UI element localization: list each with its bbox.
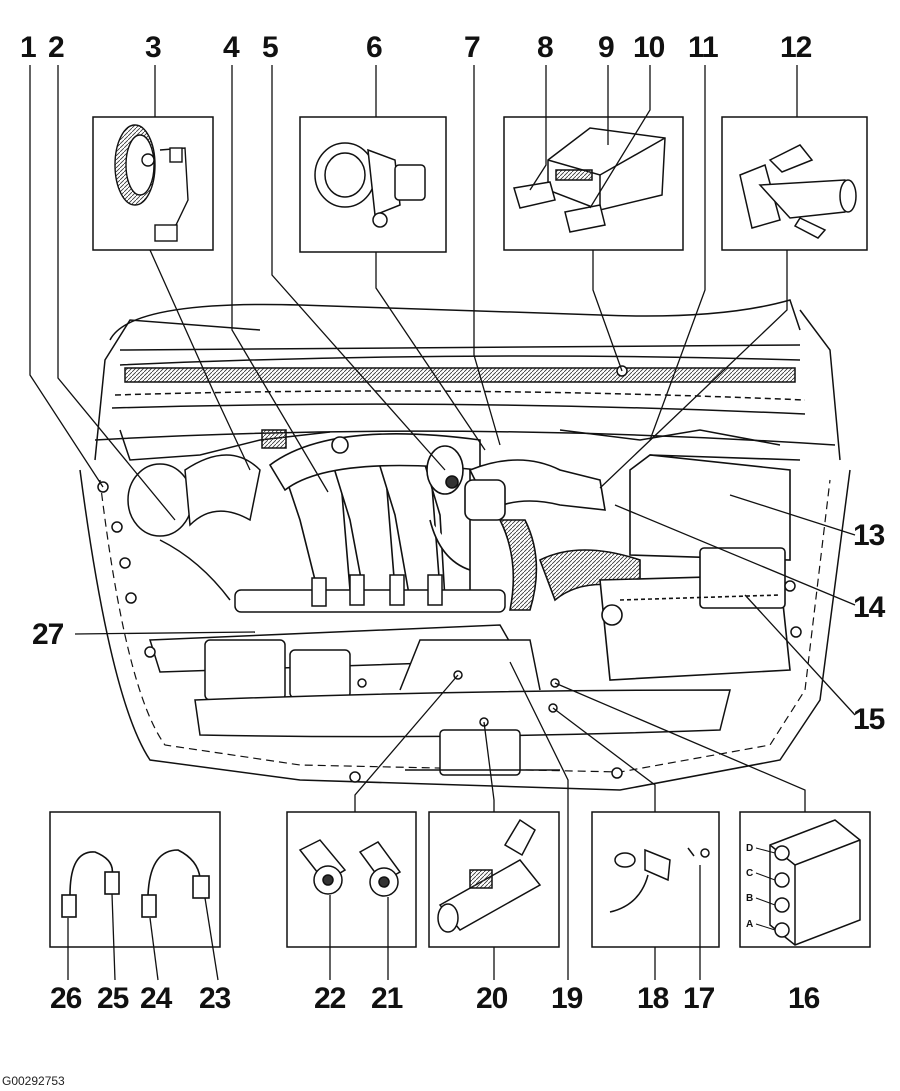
callout-15: 15 bbox=[853, 703, 885, 736]
callout-12: 12 bbox=[780, 31, 812, 64]
coolant-pipe-drawing bbox=[437, 818, 542, 933]
leader-23 bbox=[204, 897, 219, 981]
callout-6: 6 bbox=[366, 31, 383, 64]
leader-17 bbox=[552, 707, 656, 812]
callout-22: 22 bbox=[314, 982, 346, 1015]
inset-23-26 bbox=[49, 811, 221, 948]
coil-terminal-a: A bbox=[746, 919, 753, 930]
callout-2: 2 bbox=[48, 31, 65, 64]
callout-26: 26 bbox=[50, 982, 82, 1015]
leader-7 bbox=[473, 65, 501, 446]
callout-5: 5 bbox=[262, 31, 279, 64]
coil-terminal-d: D bbox=[746, 843, 753, 854]
leader-lines bbox=[29, 65, 856, 981]
callout-27: 27 bbox=[32, 618, 64, 651]
callout-13: 13 bbox=[853, 519, 885, 552]
air-filter-housing bbox=[629, 454, 801, 561]
egr-valve-drawing bbox=[314, 142, 426, 228]
intake-manifold bbox=[268, 433, 481, 602]
leader-10 bbox=[589, 65, 651, 209]
bay-fasteners bbox=[97, 365, 802, 783]
camshaft-sprocket-drawing bbox=[114, 124, 189, 242]
cowl-grille bbox=[124, 367, 796, 383]
callout-16: 16 bbox=[788, 982, 820, 1015]
leader-24 bbox=[149, 917, 159, 981]
callout-20: 20 bbox=[476, 982, 508, 1015]
callout-14: 14 bbox=[853, 591, 885, 624]
bay-outline bbox=[79, 469, 851, 791]
coil-terminal-b: B bbox=[746, 893, 753, 904]
bay-outline-inner bbox=[99, 479, 831, 773]
inset-17-18 bbox=[591, 811, 720, 948]
leader-27 bbox=[74, 631, 256, 635]
callout-7: 7 bbox=[464, 31, 481, 64]
callout-3: 3 bbox=[145, 31, 162, 64]
leader-2 bbox=[57, 65, 176, 521]
leader-4 bbox=[231, 65, 329, 493]
leader-15 bbox=[744, 594, 856, 716]
leader-8-10-main bbox=[592, 250, 623, 372]
leader-16 bbox=[554, 682, 806, 812]
coolant-flange-drawing bbox=[739, 144, 857, 239]
reference-code: G00292753 bbox=[2, 1074, 65, 1088]
coil-terminal-leaders bbox=[755, 847, 776, 931]
leader-19 bbox=[509, 661, 569, 980]
left-bay-components bbox=[127, 429, 351, 701]
ignition-coil-drawing bbox=[769, 819, 861, 946]
leader-14 bbox=[614, 504, 856, 606]
knock-sensors-drawing bbox=[298, 839, 402, 897]
leader-13 bbox=[729, 494, 856, 536]
hood bbox=[109, 299, 801, 341]
leader-1 bbox=[29, 65, 104, 488]
leader-12b bbox=[599, 250, 788, 489]
leader-22 bbox=[354, 674, 459, 812]
intake-hoses bbox=[429, 459, 641, 611]
oxygen-sensors-drawing bbox=[61, 849, 210, 918]
crank-sensor-drawing bbox=[609, 847, 710, 913]
callout-1: 1 bbox=[20, 31, 37, 64]
leader-6b bbox=[375, 252, 486, 451]
callout-19: 19 bbox=[551, 982, 583, 1015]
callout-18: 18 bbox=[637, 982, 669, 1015]
leader-3b bbox=[149, 249, 251, 471]
leader-11 bbox=[649, 65, 706, 441]
callout-17: 17 bbox=[683, 982, 715, 1015]
callout-9: 9 bbox=[598, 31, 615, 64]
callout-23: 23 bbox=[199, 982, 231, 1015]
callout-8: 8 bbox=[537, 31, 554, 64]
callout-24: 24 bbox=[140, 982, 172, 1015]
leader-5 bbox=[271, 65, 446, 471]
callout-21: 21 bbox=[371, 982, 403, 1015]
callout-4: 4 bbox=[223, 31, 240, 64]
callout-25: 25 bbox=[97, 982, 129, 1015]
callout-10: 10 bbox=[633, 31, 665, 64]
leader-8 bbox=[529, 65, 547, 191]
leader-25 bbox=[111, 893, 116, 981]
coil-terminal-c: C bbox=[746, 868, 753, 879]
ecu-drawing bbox=[513, 127, 666, 233]
leader-20 bbox=[483, 721, 495, 812]
front-crossmember bbox=[194, 639, 731, 776]
battery-area bbox=[599, 547, 791, 681]
callout-11: 11 bbox=[688, 31, 719, 64]
